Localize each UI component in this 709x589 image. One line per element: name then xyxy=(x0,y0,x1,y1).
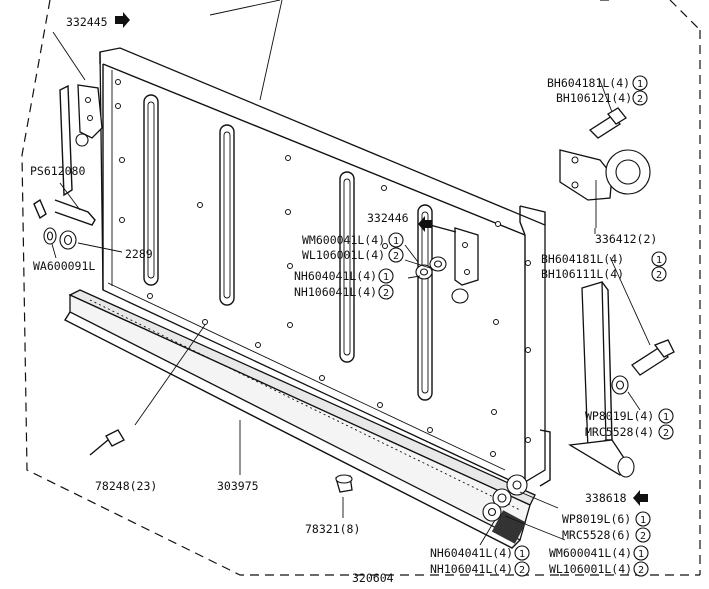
label-ps612080: PS612080 xyxy=(30,164,85,178)
direction-arrows xyxy=(115,12,648,506)
label-wl106001l-b: WL106001L(4) xyxy=(549,562,632,576)
label-bh106121: BH106121(4) xyxy=(556,91,632,105)
leader-lines xyxy=(51,0,651,546)
label-wp8019l-b: WP8019L(6) xyxy=(562,512,631,526)
label-bh604181l-a: BH604181L(4) xyxy=(547,76,630,90)
circled-2: 2 xyxy=(663,428,669,439)
circled-1: 1 xyxy=(393,236,399,247)
panel-slots xyxy=(143,94,433,401)
circled-2: 2 xyxy=(393,251,399,262)
left-washers xyxy=(33,198,123,253)
label-wp8019l-a: WP8019L(4) xyxy=(585,409,654,423)
label-mrc5528-b: MRC5528(6) xyxy=(562,528,631,542)
left-hinge-bracket xyxy=(54,84,103,226)
right-lower-bracket xyxy=(568,281,675,478)
circled-2: 2 xyxy=(519,565,525,576)
circled-markers: 1 2 1 2 1 2 1 2 1 2 1 2 1 2 1 2 xyxy=(378,75,674,577)
circled-1: 1 xyxy=(637,79,643,90)
circled-1: 1 xyxy=(519,549,525,560)
label-303975: 303975 xyxy=(217,479,259,493)
circled-1: 1 xyxy=(640,515,646,526)
tailgate-panel xyxy=(99,47,551,487)
circled-2: 2 xyxy=(383,288,389,299)
label-336412: 336412(2) xyxy=(595,232,657,246)
label-332446: 332446 xyxy=(367,211,409,225)
label-nh604041l-b: NH604041L(4) xyxy=(430,546,513,560)
label-2289: 2289 xyxy=(125,247,153,261)
label-nh106041l-b: NH106041L(4) xyxy=(430,562,513,576)
circled-2: 2 xyxy=(638,565,644,576)
label-mrc5528-a: MRC5528(4) xyxy=(585,425,654,439)
circled-1: 1 xyxy=(663,412,669,423)
label-332445: 332445 xyxy=(66,15,108,29)
label-320604: 320604 xyxy=(352,571,394,585)
circled-2: 2 xyxy=(637,94,643,105)
label-wa600091l: WA600091L xyxy=(33,259,95,273)
right-top-bracket xyxy=(559,107,651,228)
bottom-washers xyxy=(482,474,528,522)
circled-1: 1 xyxy=(656,255,662,266)
circled-1: 1 xyxy=(383,272,389,283)
label-bh106111l: BH106111L(4) xyxy=(541,267,624,281)
label-wm600041l-b: WM600041L(4) xyxy=(549,546,632,560)
circled-1: 1 xyxy=(638,549,644,560)
circled-2: 2 xyxy=(656,270,662,281)
assembly-boundary xyxy=(21,0,701,576)
label-nh106041l-a: NH106041L(4) xyxy=(294,285,377,299)
label-wl106001l-a: WL106001L(4) xyxy=(302,248,385,262)
panel-holes xyxy=(115,79,531,457)
fasteners xyxy=(89,429,353,493)
label-78321: 78321(8) xyxy=(305,522,360,536)
label-78248: 78248(23) xyxy=(95,479,157,493)
label-nh604041l-a: NH604041L(4) xyxy=(294,269,377,283)
label-338618: 338618 xyxy=(585,491,627,505)
label-wm600041l-a: WM600041L(4) xyxy=(302,233,385,247)
circled-2: 2 xyxy=(640,531,646,542)
label-bh604181l-b: BH604181L(4) xyxy=(541,252,624,266)
center-hinge-bracket xyxy=(415,224,479,304)
seal-strip xyxy=(64,289,536,549)
part-labels: 332445 PS612080 2289 WA600091L 332446 WM… xyxy=(30,15,657,585)
